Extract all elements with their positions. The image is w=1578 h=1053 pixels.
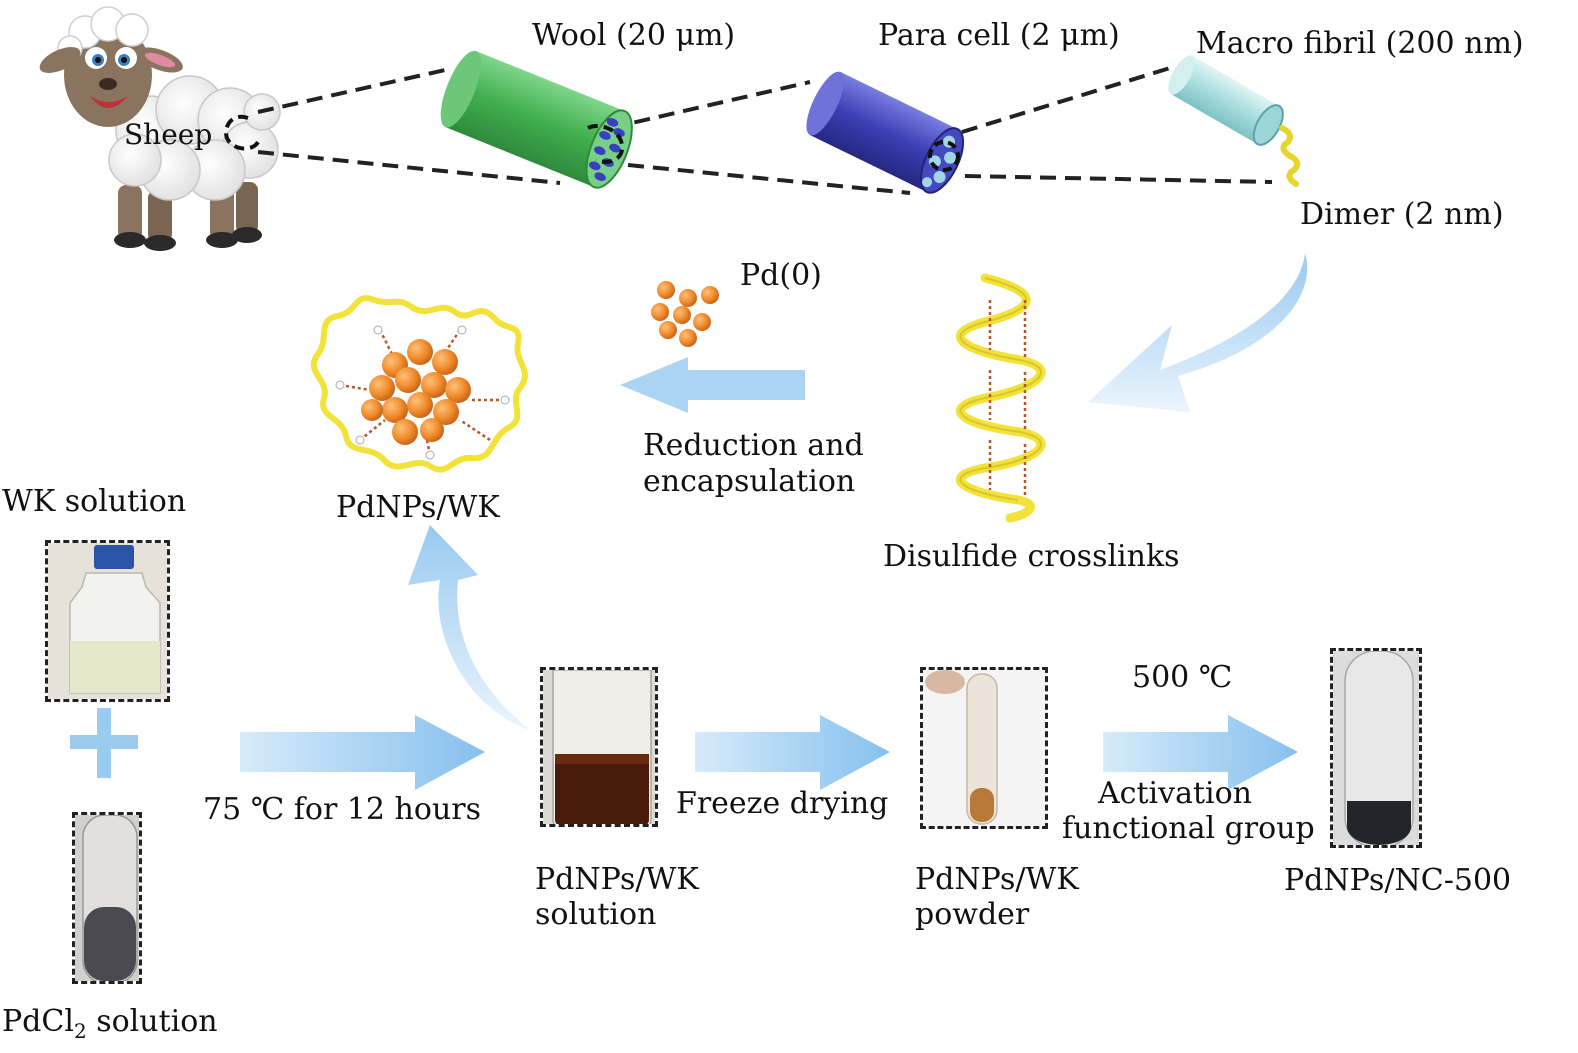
macro-fibril [1168, 55, 1284, 146]
curved-arrow-dimer [1088, 253, 1308, 412]
macro-fibril-label: Macro fibril (200 nm) [1196, 26, 1524, 61]
wool-fiber [440, 50, 633, 189]
disulfide-label: Disulfide crosslinks [883, 539, 1180, 574]
wk-solution-label: WK solution [2, 484, 187, 519]
reduction-label-line1: Reduction and [643, 428, 864, 463]
zoom-lines [257, 66, 1273, 195]
arrow-activation [1103, 715, 1298, 790]
pdnps-nc-500-label: PdNPs/NC-500 [1284, 863, 1512, 898]
powder-label-line1: PdNPs/WK [915, 862, 1079, 897]
pd0-particles [651, 281, 719, 347]
pdcl2-suffix: solution [86, 1004, 218, 1039]
arrow-freeze-drying [695, 715, 890, 790]
curved-arrow-solution [408, 525, 530, 730]
sheep-illustration [39, 6, 281, 251]
pdnps-wk-solution-photo [540, 667, 658, 827]
disulfide-helix [956, 273, 1046, 523]
dimer-label: Dimer (2 nm) [1300, 197, 1504, 232]
pdnps-wk-cluster [310, 295, 529, 473]
pdcl2-label: PdCl2 solution [2, 1004, 218, 1049]
dimer-strand [1279, 125, 1301, 187]
pdnps-wk-label: PdNPs/WK [336, 490, 500, 525]
freeze-drying-label: Freeze drying [676, 786, 889, 821]
pdnps-nc-500-photo [1330, 648, 1422, 848]
solution-label-line1: PdNPs/WK [535, 862, 699, 897]
reduction-label-line2: encapsulation [643, 464, 856, 499]
activation-label-line2: functional group [1062, 811, 1315, 846]
pdcl2-subscript: 2 [73, 1019, 87, 1043]
sheep-label: Sheep [124, 118, 213, 151]
wool-label: Wool (20 μm) [532, 18, 736, 53]
pdcl2-prefix: PdCl [2, 1004, 74, 1039]
plus-sign [70, 708, 138, 778]
temperature-label: 500 ℃ [1132, 660, 1233, 695]
solution-label-line2: solution [535, 897, 657, 932]
pd0-label: Pd(0) [740, 258, 822, 293]
heating-step-label: 75 ℃ for 12 hours [203, 792, 481, 827]
arrow-heating [240, 715, 485, 790]
para-cell-fiber [806, 71, 965, 194]
wk-solution-photo [45, 540, 170, 702]
pdcl2-solution-photo [72, 812, 142, 984]
pdnps-wk-powder-photo [920, 667, 1048, 829]
para-cell-label: Para cell (2 μm) [878, 18, 1120, 53]
reduction-arrow [620, 357, 805, 413]
activation-label-line1: Activation [1098, 776, 1252, 811]
powder-label-line2: powder [915, 897, 1030, 932]
